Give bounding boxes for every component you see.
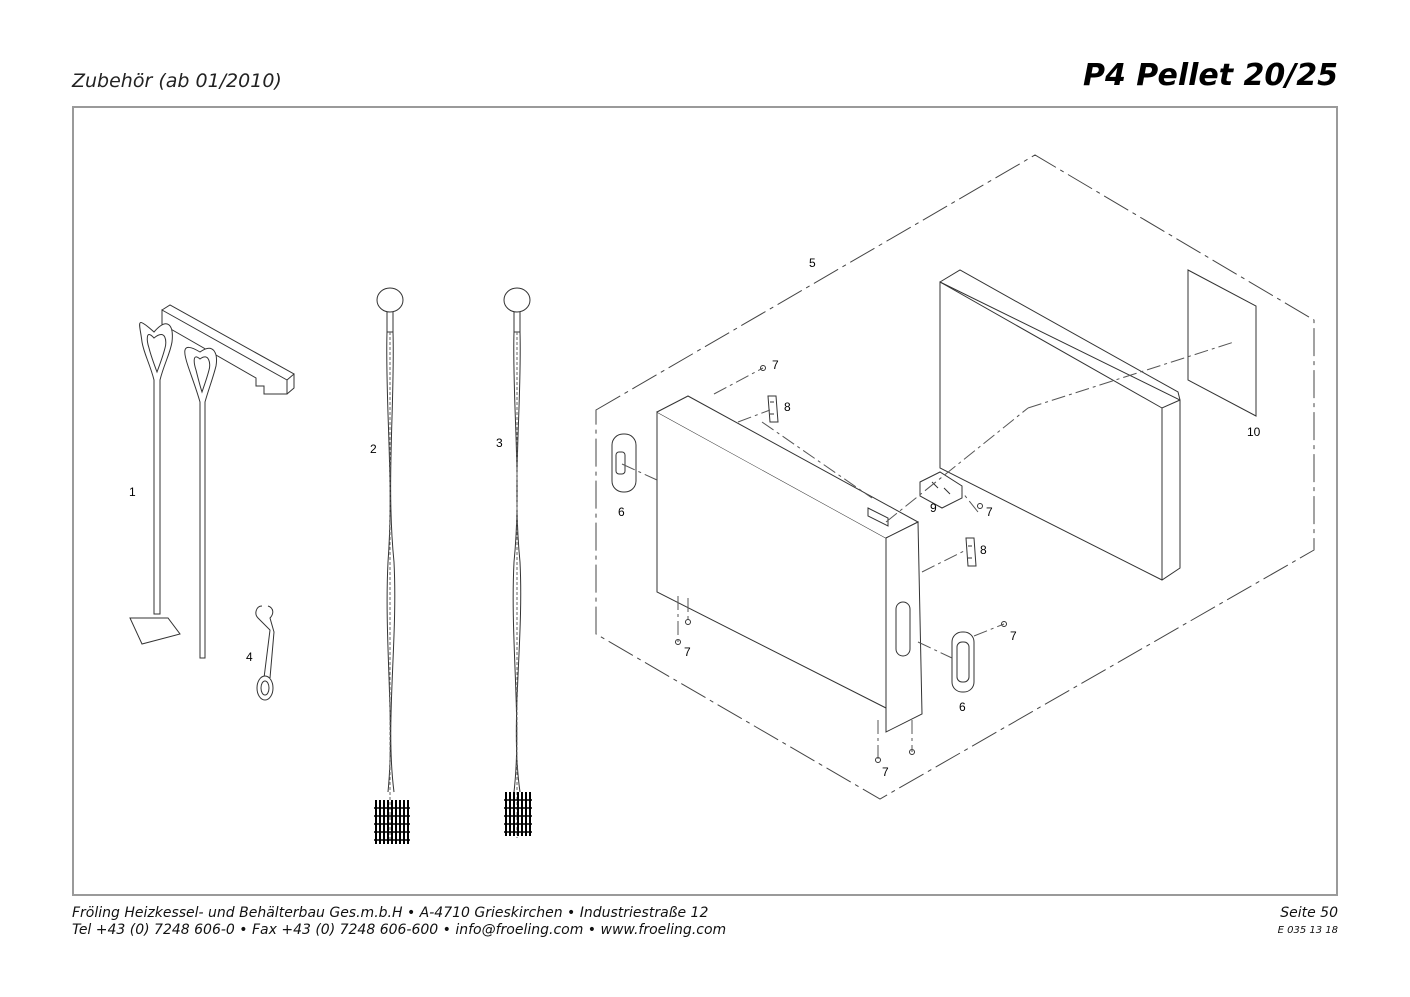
callout-3: 3	[496, 436, 503, 450]
footer-company-line: Fröling Heizkessel- und Behälterbau Ges.…	[72, 905, 709, 921]
hinge-upper	[767, 395, 779, 423]
callout-6-right: 6	[959, 700, 966, 714]
callouts: 1 2 3 4 5 6 6 7 7 7 7 7 7 8 8 9 10	[129, 256, 1261, 779]
callout-7-a: 7	[772, 358, 779, 372]
diagram-frame: 1 2 3 4 5 6 6 7 7 7 7 7 7 8 8 9 10	[72, 106, 1338, 896]
page-number: Seite 50	[1280, 905, 1338, 921]
callout-8-upper: 8	[784, 400, 791, 414]
cleaning-brush-large	[376, 287, 404, 842]
handle-right	[951, 631, 975, 693]
leader-lines	[621, 341, 1235, 760]
callout-7-d: 7	[684, 645, 691, 659]
clip-part	[919, 471, 963, 509]
callout-6-left: 6	[618, 505, 625, 519]
page-title: P4 Pellet 20/25	[1083, 58, 1338, 93]
handle-left	[611, 433, 637, 493]
hinge-lower	[965, 537, 977, 567]
rear-panel	[939, 269, 1181, 581]
enclosure-outline	[595, 154, 1315, 800]
callout-7-c: 7	[1010, 629, 1017, 643]
callout-7-e: 7	[882, 765, 889, 779]
callout-2: 2	[370, 442, 377, 456]
insulation-sheet	[1187, 269, 1257, 417]
brush-head-large	[374, 800, 410, 844]
callout-8-lower: 8	[980, 543, 987, 557]
callout-5: 5	[809, 256, 816, 270]
front-panel	[656, 395, 923, 733]
callout-7-b: 7	[986, 505, 993, 519]
callout-4: 4	[246, 650, 253, 664]
page-subtitle: Zubehör (ab 01/2010)	[72, 70, 282, 92]
document-code: E 035 13 18	[1277, 925, 1338, 936]
exploded-parts-diagram: 1 2 3 4 5 6 6 7 7 7 7 7 7 8 8 9 10	[129, 154, 1315, 844]
callout-9: 9	[930, 501, 937, 515]
footer-contact-line: Tel +43 (0) 7248 606-0 • Fax +43 (0) 724…	[72, 922, 727, 938]
wrench-tool	[255, 605, 275, 701]
cleaning-brush-small	[503, 287, 531, 838]
callout-1: 1	[129, 485, 136, 499]
brush-head-small	[504, 792, 532, 836]
callout-10: 10	[1247, 425, 1261, 439]
tool-holder	[129, 304, 295, 659]
